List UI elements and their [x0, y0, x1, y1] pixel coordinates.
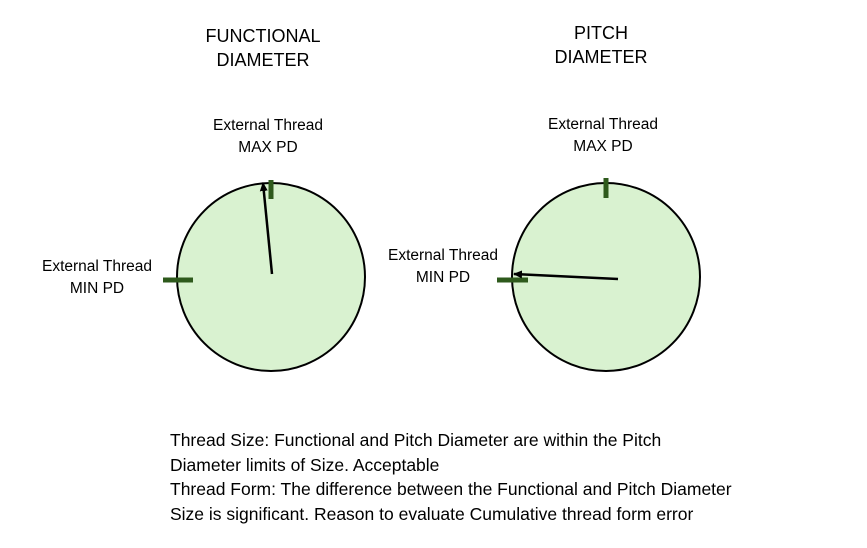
- pitch-max-label-line-1: External Thread: [548, 116, 658, 133]
- functional-needle: [259, 182, 274, 275]
- functional-title-line-1: FUNCTIONAL: [205, 26, 321, 46]
- caption-line-4: Size is significant. Reason to evaluate …: [170, 503, 694, 524]
- caption-line-2: Diameter limits of Size. Acceptable: [170, 454, 440, 475]
- functional-title-line-2: DIAMETER: [216, 50, 310, 71]
- explanation-caption: Thread Size: Functional and Pitch Diamet…: [170, 428, 850, 526]
- pitch-min-label: External Thread MIN PD: [368, 245, 518, 288]
- functional-diameter-title: FUNCTIONAL DIAMETER: [193, 24, 333, 73]
- functional-dial: [176, 182, 366, 372]
- functional-max-label: External Thread MAX PD: [193, 115, 343, 158]
- caption-line-1: Thread Size: Functional and Pitch Diamet…: [170, 430, 662, 450]
- pitch-min-label-line-2: MIN PD: [415, 268, 471, 286]
- pitch-diameter-gauge: [497, 178, 701, 372]
- pitch-title-line-2: DIAMETER: [554, 47, 648, 68]
- pitch-max-label: External Thread MAX PD: [528, 114, 678, 157]
- functional-diameter-gauge: [163, 180, 366, 372]
- functional-min-label: External Thread MIN PD: [22, 256, 172, 299]
- caption-line-3: Thread Form: The difference between the …: [170, 479, 732, 499]
- pitch-diameter-title: PITCH DIAMETER: [531, 21, 671, 70]
- pitch-dial: [511, 182, 701, 372]
- functional-min-label-line-1: External Thread: [42, 258, 152, 275]
- functional-max-label-line-1: External Thread: [213, 117, 323, 134]
- pitch-title-line-1: PITCH: [574, 23, 628, 43]
- functional-min-label-line-2: MIN PD: [69, 279, 125, 297]
- pitch-min-label-line-1: External Thread: [388, 247, 498, 264]
- functional-max-label-line-2: MAX PD: [238, 138, 298, 156]
- pitch-needle: [513, 270, 619, 281]
- pitch-max-label-line-2: MAX PD: [573, 137, 633, 155]
